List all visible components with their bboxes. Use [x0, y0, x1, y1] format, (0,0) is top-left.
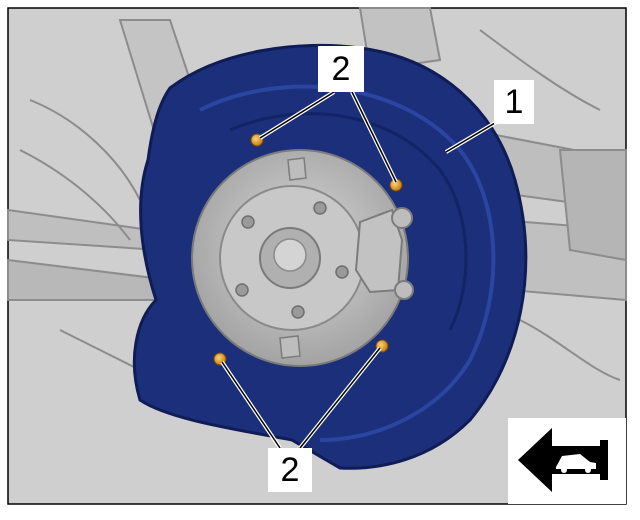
callout-part-2-top: 2: [318, 46, 364, 92]
hub-tab-bottom: [279, 335, 301, 359]
callout-part-2-bottom: 2: [268, 448, 312, 492]
leader-lines-core: [221, 91, 501, 449]
sensor-mount: [391, 207, 413, 229]
wheel-studs: [235, 201, 349, 319]
sensor-mount-lower: [394, 280, 414, 300]
arrow-left-car-icon: [508, 418, 626, 504]
callout-part-1: 1: [494, 80, 534, 124]
hub-cap: [273, 238, 307, 272]
car-icon: [556, 454, 596, 469]
hub-tab-top: [287, 157, 307, 181]
